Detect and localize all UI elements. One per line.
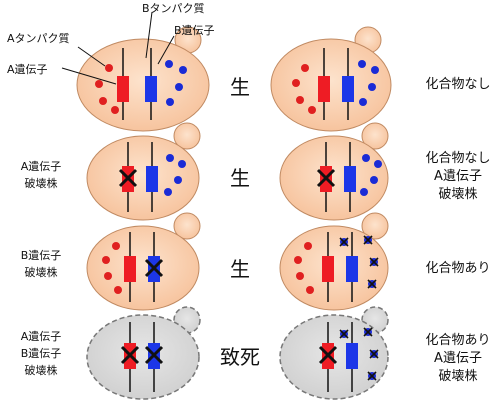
right-label-row-4-line-2: A遺伝子 bbox=[434, 351, 482, 366]
label-protein-b: Bタンパク質 bbox=[142, 1, 205, 15]
left-label-row-2-line-1: A遺伝子 bbox=[21, 159, 62, 173]
right-label-row-1: 化合物なし bbox=[425, 77, 490, 92]
right-label-row-4-line-3: 破壊株 bbox=[438, 369, 477, 384]
result-row-3: 生 bbox=[230, 257, 250, 281]
right-label-row-4-line-1: 化合物あり bbox=[425, 333, 490, 348]
knockout-mark bbox=[118, 168, 138, 188]
row-2: A遺伝子 破壊株 生 bbox=[21, 122, 491, 221]
right-label-row-2-line-3: 破壊株 bbox=[438, 187, 477, 202]
cell-double-knockout bbox=[86, 306, 201, 400]
left-label-row-3-line-2: 破壊株 bbox=[25, 265, 58, 279]
result-row-4: 致死 bbox=[220, 345, 260, 369]
right-label-row-2-line-2: A遺伝子 bbox=[434, 169, 482, 184]
right-label-row-3: 化合物あり bbox=[425, 261, 490, 276]
inhibited-protein-b bbox=[339, 235, 379, 289]
row-1: Aタンパク質 A遺伝子 Bタンパク質 B遺伝子 生 化合物なし bbox=[7, 1, 491, 132]
annotation-lines bbox=[61, 11, 175, 85]
left-label-row-4-line-1: A遺伝子 bbox=[21, 329, 62, 343]
cell-gene-b-knockout bbox=[86, 212, 201, 311]
left-label-row-4-line-3: 破壊株 bbox=[25, 363, 58, 377]
protein-a-dots bbox=[95, 64, 119, 114]
gene-a bbox=[117, 48, 129, 120]
row-3: B遺伝子 破壊株 生 bbox=[21, 212, 491, 311]
result-row-2: 生 bbox=[230, 166, 250, 190]
cell-wild-type bbox=[76, 26, 210, 132]
label-protein-a: Aタンパク質 bbox=[7, 31, 70, 45]
right-label-row-2-line-1: 化合物なし bbox=[425, 151, 490, 166]
label-gene-a: A遺伝子 bbox=[7, 62, 48, 76]
result-row-1: 生 bbox=[230, 75, 250, 99]
left-label-row-2-line-2: 破壊株 bbox=[25, 176, 58, 190]
label-gene-b: B遺伝子 bbox=[174, 23, 215, 37]
left-label-row-4-line-2: B遺伝子 bbox=[21, 346, 62, 360]
row-4: A遺伝子 B遺伝子 破壊株 致死 bbox=[21, 306, 491, 400]
cell-wild-type-compound bbox=[270, 26, 392, 132]
protein-b-dots bbox=[165, 60, 187, 106]
cell-gene-a-knockout bbox=[86, 122, 201, 221]
left-label-row-3-line-1: B遺伝子 bbox=[21, 248, 62, 262]
cell-gene-b-knockout-compound bbox=[279, 212, 389, 311]
gene-b bbox=[145, 48, 157, 120]
cell-gene-a-knockout-compound-lethal bbox=[279, 306, 389, 400]
cell-gene-a-knockout-compound bbox=[279, 122, 389, 221]
